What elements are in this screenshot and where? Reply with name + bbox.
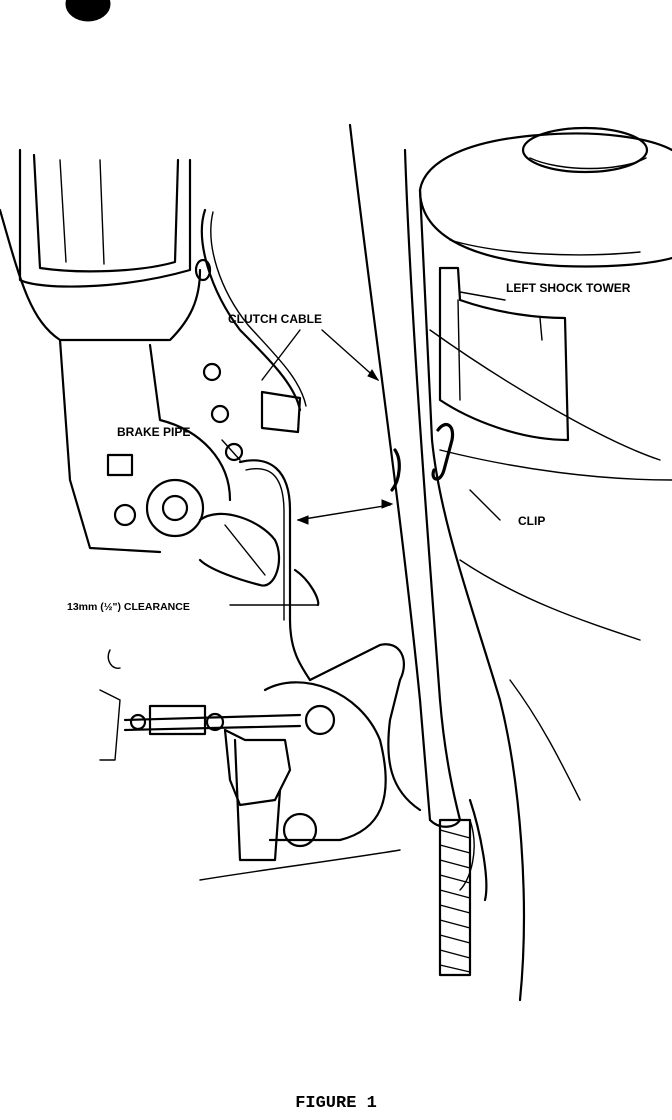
shock-tower-drawing — [418, 126, 672, 1002]
master-cylinder-drawing — [0, 148, 280, 587]
clutch-cable-bracket — [260, 390, 302, 434]
clutch-cable-line — [200, 208, 302, 412]
lower-linkage-drawing — [99, 649, 475, 891]
brake-pipe-line — [238, 459, 312, 682]
clutch-cable-line-inner — [210, 211, 307, 407]
label-clip: CLIP — [518, 514, 545, 528]
figure-caption: FIGURE 1 — [295, 1094, 377, 1113]
brake-pipe-run — [308, 643, 422, 812]
strut-column-drawing — [348, 123, 488, 977]
label-brake-pipe: BRAKE PIPE — [117, 425, 190, 439]
label-left-shock-tower: LEFT SHOCK TOWER — [506, 281, 631, 295]
brake-pipe-line-inner — [245, 468, 285, 621]
label-clearance: 13mm (½") CLEARANCE — [67, 601, 190, 613]
cable-grommet — [194, 258, 212, 282]
leader-lines — [221, 291, 506, 606]
pipe-clip-bend — [293, 568, 320, 607]
label-clutch-cable: CLUTCH CABLE — [228, 312, 322, 326]
bullet-mark — [65, 0, 111, 22]
